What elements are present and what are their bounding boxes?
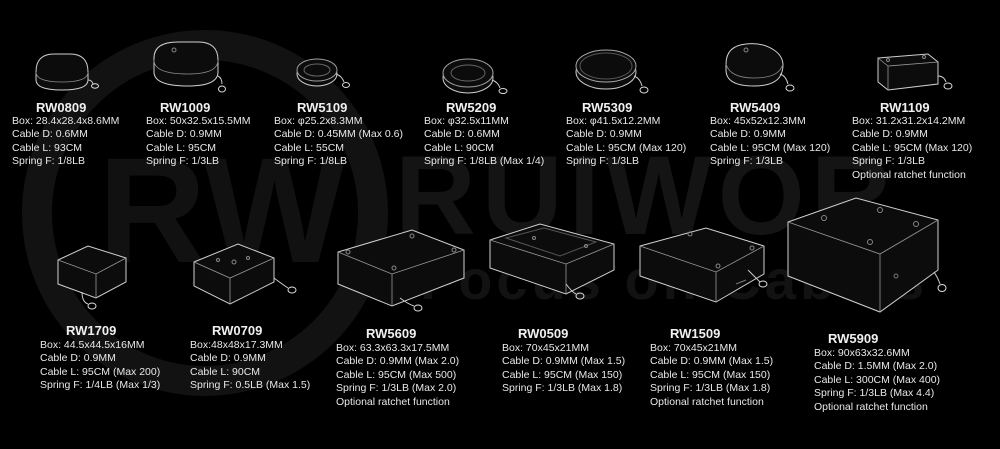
spec-cable-d: Cable D: 0.9MM — [566, 128, 642, 141]
spec-cable-d: Cable D: 0.9MM — [852, 128, 928, 141]
spec-cable-d: Cable D: 0.6MM — [424, 128, 500, 141]
spec-cable-l: Cable L: 95CM (Max 120) — [852, 141, 973, 154]
spec-spring-f: Spring F: 1/8LB (Max 1/4) — [424, 155, 545, 168]
spec-cable-l: Cable L: 95CM (Max 150) — [502, 368, 623, 381]
spec-cable-d: Cable D: 0.45MM (Max 0.6) — [274, 128, 403, 141]
rw5909-specs: Box: 90x63x32.6MM Cable D: 1.5MM (Max 2.… — [814, 347, 940, 414]
rw1509-model: RW1509 — [670, 326, 721, 341]
rw0809-specs: Box: 28.4x28.4x8.6MM Cable D: 0.6MM Cabl… — [12, 115, 119, 169]
rw5909-image — [784, 192, 948, 328]
spec-cable-l: Cable L: 300CM (Max 400) — [814, 373, 941, 386]
spec-box: Box: 50x32.5x15.5MM — [146, 115, 251, 127]
spec-cable-l: Cable L: 55CM — [274, 141, 345, 154]
spec-cable-l: Cable L: 90CM — [190, 365, 261, 378]
spec-cable-l: Cable L: 95CM — [146, 141, 217, 154]
rw0709-specs: Box:48x48x17.3MM Cable D: 0.9MM Cable L:… — [190, 339, 310, 393]
spec-box: Box: 70x45x21MM — [502, 342, 589, 354]
rw5609-specs: Box: 63.3x63.3x17.5MM Cable D: 0.9MM (Ma… — [336, 342, 459, 409]
rw1509-specs: Box: 70x45x21MM Cable D: 0.9MM (Max 1.5)… — [650, 342, 773, 409]
spec-option: Optional ratchet function — [852, 168, 966, 181]
spec-cable-d: Cable D: 0.9MM — [190, 352, 266, 365]
spec-cable-d: Cable D: 0.9MM — [710, 128, 786, 141]
rw5609-model: RW5609 — [366, 326, 417, 341]
rw5209-image — [438, 52, 514, 100]
spec-box: Box: φ25.2x8.3MM — [274, 115, 363, 127]
spec-box: Box: 70x45x21MM — [650, 342, 737, 354]
rw1109-specs: Box: 31.2x31.2x14.2MM Cable D: 0.9MM Cab… — [852, 115, 972, 182]
rw5609-image — [334, 222, 470, 322]
spec-cable-l: Cable L: 95CM (Max 120) — [710, 141, 831, 154]
rw1009-specs: Box: 50x32.5x15.5MM Cable D: 0.9MM Cable… — [146, 115, 250, 169]
rw1109-model: RW1109 — [880, 100, 930, 115]
spec-cable-l: Cable L: 93CM — [12, 141, 83, 154]
spec-cable-l: Cable L: 95CM (Max 200) — [40, 365, 161, 378]
rw0809-image — [30, 50, 100, 98]
spec-spring-f: Spring F: 1/3LB — [710, 155, 783, 168]
spec-spring-f: Spring F: 1/3LB — [566, 155, 639, 168]
spec-box: Box: 31.2x31.2x14.2MM — [852, 115, 966, 127]
spec-box: Box: φ32.5x11MM — [424, 115, 509, 127]
rw0709-image — [188, 238, 308, 318]
spec-spring-f: Spring F: 1/3LB — [146, 155, 219, 168]
rw5209-specs: Box: φ32.5x11MM Cable D: 0.6MM Cable L: … — [424, 115, 544, 169]
spec-spring-f: Spring F: 1/3LB (Max 1.8) — [502, 382, 623, 395]
rw5409-image — [716, 38, 800, 100]
spec-spring-f: Spring F: 0.5LB (Max 1.5) — [190, 379, 311, 392]
spec-box: Box: 45x52x12.3MM — [710, 115, 806, 127]
spec-box: Box: φ41.5x12.2MM — [566, 115, 661, 127]
spec-box: Box: 63.3x63.3x17.5MM — [336, 342, 450, 354]
rw1709-model: RW1709 — [66, 323, 117, 338]
spec-box: Box: 90x63x32.6MM — [814, 347, 910, 359]
rw5309-model: RW5309 — [582, 100, 633, 115]
rw1709-specs: Box: 44.5x44.5x16MM Cable D: 0.9MM Cable… — [40, 339, 160, 393]
spec-cable-d: Cable D: 0.9MM (Max 2.0) — [336, 355, 460, 368]
rw0709-model: RW0709 — [212, 323, 263, 338]
spec-cable-l: Cable L: 95CM (Max 150) — [650, 368, 771, 381]
rw5109-specs: Box: φ25.2x8.3MM Cable D: 0.45MM (Max 0.… — [274, 115, 403, 169]
spec-box: Box: 28.4x28.4x8.6MM — [12, 115, 120, 127]
rw5109-image — [292, 52, 356, 96]
rw5909-model: RW5909 — [828, 331, 879, 346]
spec-spring-f: Spring F: 1/3LB (Max 2.0) — [336, 382, 457, 395]
rw5409-model: RW5409 — [730, 100, 781, 115]
rw1509-image — [636, 222, 776, 322]
spec-cable-d: Cable D: 0.9MM (Max 1.5) — [650, 355, 774, 368]
rw5309-image — [572, 42, 656, 100]
spec-spring-f: Spring F: 1/3LB — [852, 155, 925, 168]
spec-box: Box:48x48x17.3MM — [190, 339, 283, 351]
spec-cable-l: Cable L: 90CM — [424, 141, 495, 154]
rw0509-specs: Box: 70x45x21MM Cable D: 0.9MM (Max 1.5)… — [502, 342, 625, 396]
rw0509-image — [486, 220, 626, 320]
rw0509-model: RW0509 — [518, 326, 569, 341]
rw1009-model: RW1009 — [160, 100, 211, 115]
spec-cable-l: Cable L: 95CM (Max 500) — [336, 368, 457, 381]
rw1109-image — [872, 44, 956, 100]
spec-cable-d: Cable D: 1.5MM (Max 2.0) — [814, 360, 938, 373]
rw5109-model: RW5109 — [297, 100, 348, 115]
spec-cable-d: Cable D: 0.6MM — [12, 128, 88, 141]
spec-spring-f: Spring F: 1/4LB (Max 1/3) — [40, 379, 161, 392]
spec-box: Box: 44.5x44.5x16MM — [40, 339, 145, 351]
spec-cable-d: Cable D: 0.9MM (Max 1.5) — [502, 355, 626, 368]
spec-cable-l: Cable L: 95CM (Max 120) — [566, 141, 687, 154]
rw1709-image — [52, 238, 142, 318]
rw1009-image — [148, 38, 232, 100]
rw5209-model: RW5209 — [446, 100, 497, 115]
spec-cable-d: Cable D: 0.9MM — [40, 352, 116, 365]
spec-spring-f: Spring F: 1/3LB (Max 4.4) — [814, 387, 935, 400]
rw5409-specs: Box: 45x52x12.3MM Cable D: 0.9MM Cable L… — [710, 115, 830, 169]
spec-spring-f: Spring F: 1/8LB — [12, 155, 85, 168]
spec-option: Optional ratchet function — [650, 395, 764, 408]
spec-spring-f: Spring F: 1/8LB — [274, 155, 347, 168]
rw0809-model: RW0809 — [36, 100, 87, 115]
spec-cable-d: Cable D: 0.9MM — [146, 128, 222, 141]
spec-option: Optional ratchet function — [336, 395, 450, 408]
rw5309-specs: Box: φ41.5x12.2MM Cable D: 0.9MM Cable L… — [566, 115, 686, 169]
spec-spring-f: Spring F: 1/3LB (Max 1.8) — [650, 382, 771, 395]
spec-option: Optional ratchet function — [814, 400, 928, 413]
